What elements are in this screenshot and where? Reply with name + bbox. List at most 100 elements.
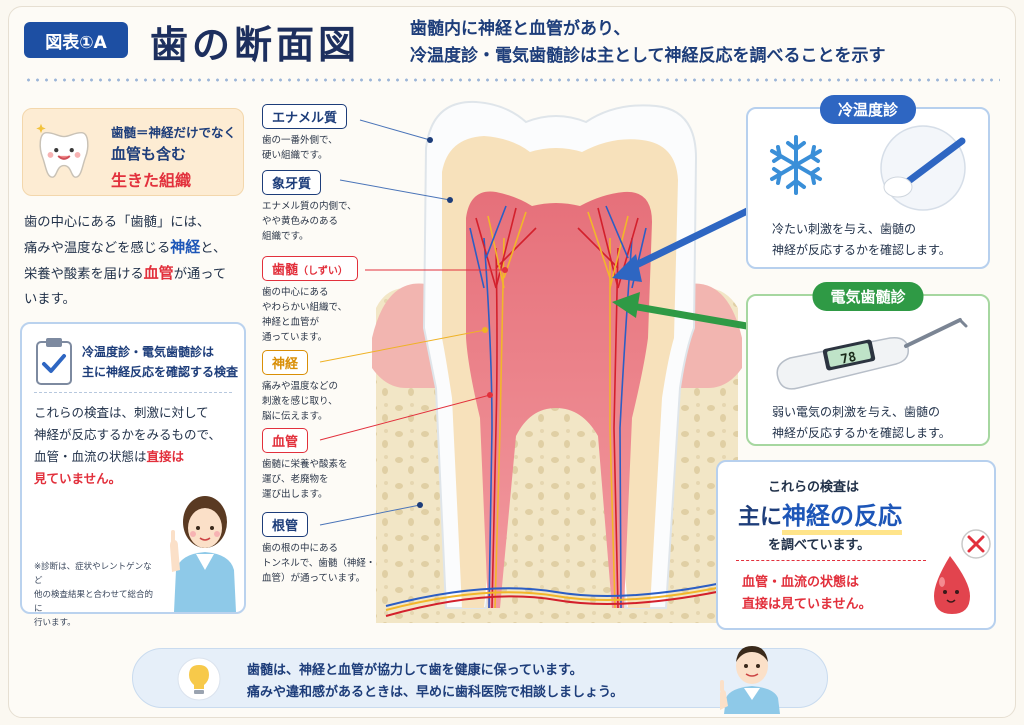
nerve (494, 237, 505, 609)
pulp-tag-text: 歯髄 (272, 263, 299, 278)
body-text: 血管・血流の状態は (34, 449, 147, 464)
subtitle-line-1: 歯髄内に神経と血管があり、 (410, 19, 631, 39)
conclusion-warning: 血管・血流の状態は 直接は見ていません。 (742, 572, 872, 616)
pulp-summary-line-2: 血管も含む (111, 145, 187, 163)
intro-line-3: 栄養や酸素を届ける血管が通って (24, 261, 254, 287)
cold-test-title: 冷温度診 (819, 95, 917, 124)
pulp (466, 191, 652, 608)
label-enamel-desc: 歯の一番外側で、 硬い組織です。 (262, 133, 382, 163)
test-explanation-body: これらの検査は、刺激に対して 神経が反応するかをみるもので、 血管・血流の状態は… (34, 402, 238, 490)
nerve-vessel-network (385, 205, 737, 617)
label-pulp-tag: 歯髄（しずい） (262, 256, 358, 281)
label-root-canal-tag: 根管 (262, 512, 309, 537)
snowflake-icon (770, 135, 822, 195)
intro-text: と、 (200, 241, 227, 256)
root-canal-vessels (385, 587, 737, 617)
conclusion-card: これらの検査は 主に神経の反応 を調べています。 血管・血流の状態は 直接は見て… (716, 460, 996, 630)
desc-line: 神経と血管が (262, 317, 320, 328)
lightbulb-icon (177, 657, 221, 701)
desc-line: 冷たい刺激を与え、歯髄の (772, 222, 917, 236)
desc-line: 組織です。 (262, 231, 309, 242)
label-vessel-tag: 血管 (262, 428, 309, 453)
intro-line-4: います。 (24, 292, 76, 307)
label-root-canal-desc: 歯の根の中にある トンネルで、歯髄（神経・ 血管）が通っています。 (262, 541, 382, 586)
warning-line: 直接は見ていません。 (742, 597, 872, 612)
dotted-divider (24, 78, 1000, 82)
label-vessel-desc: 歯髄に栄養や酸素を 運び、老廃物を 運び出します。 (262, 457, 382, 502)
desc-line: やや黄色みのある (262, 216, 339, 227)
cotton-swab-icon (880, 125, 966, 211)
label-pulp-desc: 歯の中心にある やわらかい組織で、 神経と血管が 通っています。 (262, 285, 382, 345)
pulp-summary-line-1: 歯髄＝神経だけでなく (111, 125, 237, 140)
root-canal-vessels (385, 579, 737, 607)
note-line: 行います。 (34, 618, 76, 628)
page-subtitle: 歯髄内に神経と血管があり、 冷温度診・電気歯髄診は主として神経反応を調べることを… (410, 16, 990, 70)
tester-display-value: 78 (839, 350, 858, 368)
dashed-separator (34, 392, 232, 393)
intro-paragraph: 歯の中心にある「歯髄」には、 痛みや温度などを感じる神経と、 栄養や酸素を届ける… (24, 210, 254, 312)
conclusion-continuation: を調べています。 (768, 538, 871, 553)
blood-vessel (475, 207, 639, 289)
test-explanation-card: 冷温度診・電気歯髄診は 主に神経反応を確認する検査 これらの検査は、刺激に対して… (20, 322, 246, 628)
intro-vessel-highlight: 血管 (143, 264, 174, 282)
conclusion-intro: これらの検査は (768, 480, 860, 495)
warning-line: 血管・血流の状態は (742, 575, 860, 590)
pulp-summary-line-3: 生きた組織 (111, 171, 192, 190)
label-root-canal: 根管 歯の根の中にある トンネルで、歯髄（神経・ 血管）が通っています。 (262, 512, 382, 586)
heading-line: 冷温度診・電気歯髄診は (82, 345, 215, 359)
desc-line: 歯の根の中にある (262, 543, 339, 554)
blood-vessel (491, 247, 498, 609)
figure-badge: 図表①A (24, 22, 128, 58)
electric-test-card: 電気歯髄診 78 弱い電気の刺激を与え、歯髄の 神経が反応するかを確認します。 (746, 282, 990, 446)
label-dentin-desc: エナメル質の内側で、 やや黄色みのある 組織です。 (262, 199, 382, 244)
cold-test-description: 冷たい刺激を与え、歯髄の 神経が反応するかを確認します。 (772, 219, 951, 261)
blood-vessel (483, 237, 493, 609)
body-line: 血管・血流の状態は直接は (34, 446, 238, 468)
desc-line: 運び、老廃物を (262, 474, 329, 485)
label-dentin-tag: 象牙質 (262, 170, 322, 195)
intro-text: 痛みや温度などを感じる (24, 241, 171, 256)
test-explanation-heading: 冷温度診・電気歯髄診は 主に神経反応を確認する検査 (82, 342, 238, 382)
desc-line: やわらかい組織で、 (262, 302, 348, 313)
intro-line-2: 痛みや温度などを感じる神経と、 (24, 235, 254, 261)
desc-line: 脳に伝えます。 (262, 411, 328, 422)
desc-line: 硬い組織です。 (262, 150, 328, 161)
body-line: 神経が反応するかをみるもので、 (34, 427, 222, 442)
intro-nerve-highlight: 神経 (170, 238, 201, 256)
nerve (487, 211, 629, 289)
desc-line: 弱い電気の刺激を与え、歯髄の (772, 405, 941, 419)
intro-line-1: 歯の中心にある「歯髄」には、 (24, 215, 211, 230)
blood-drop-character-icon (934, 529, 991, 614)
desc-line: 通っています。 (262, 332, 328, 343)
subtitle-line-2: 冷温度診・電気歯髄診は主として神経反応を調べることを示す (410, 46, 886, 66)
smiling-tooth-icon (36, 123, 89, 178)
label-enamel-tag: エナメル質 (262, 104, 348, 129)
pulp-tag-reading: （しずい） (298, 266, 348, 277)
desc-line: 痛みや温度などの (262, 381, 339, 392)
desc-line: 歯髄に栄養や酸素を (262, 459, 348, 470)
dashed-separator (736, 560, 926, 561)
electric-test-title: 電気歯髄診 (812, 282, 924, 311)
note-line: ※診断は、症状やレントゲンなど (34, 562, 152, 586)
label-dentin: 象牙質 エナメル質の内側で、 やや黄色みのある 組織です。 (262, 170, 382, 244)
desc-line: トンネルで、歯髄（神経・ (262, 558, 376, 569)
desc-line: 刺激を感じ取り、 (262, 396, 338, 407)
footer-line-2: 痛みや違和感があるときは、早めに歯科医院で相談しましょう。 (247, 685, 624, 700)
footer-banner: 歯髄は、神経と血管が協力して歯を健康に保っています。 痛みや違和感があるときは、… (132, 648, 828, 708)
label-nerve-desc: 痛みや温度などの 刺激を感じ取り、 脳に伝えます。 (262, 379, 382, 424)
nerve (609, 238, 616, 609)
desc-line: 神経が反応するかを確認します。 (772, 426, 951, 440)
root-canal-vessels (385, 583, 737, 611)
body-line: これらの検査は、刺激に対して (34, 405, 209, 420)
desc-line: 歯の中心にある (262, 287, 329, 298)
desc-line: 歯の一番外側で、 (262, 135, 338, 146)
headline-prefix: 主に (738, 505, 783, 530)
desc-line: エナメル質の内側で、 (262, 201, 357, 212)
desc-line: 神経が反応するかを確認します。 (772, 243, 951, 257)
diagnosis-footnote: ※診断は、症状やレントゲンなど 他の検査結果と合わせて総合的に 行います。 (34, 560, 160, 630)
desc-line: 運び出します。 (262, 489, 328, 500)
dentist-illustration (720, 646, 780, 714)
nurse-illustration (170, 496, 236, 612)
page-title: 歯の断面図 (150, 22, 361, 67)
tooth-cross-section-diagram (372, 100, 742, 623)
